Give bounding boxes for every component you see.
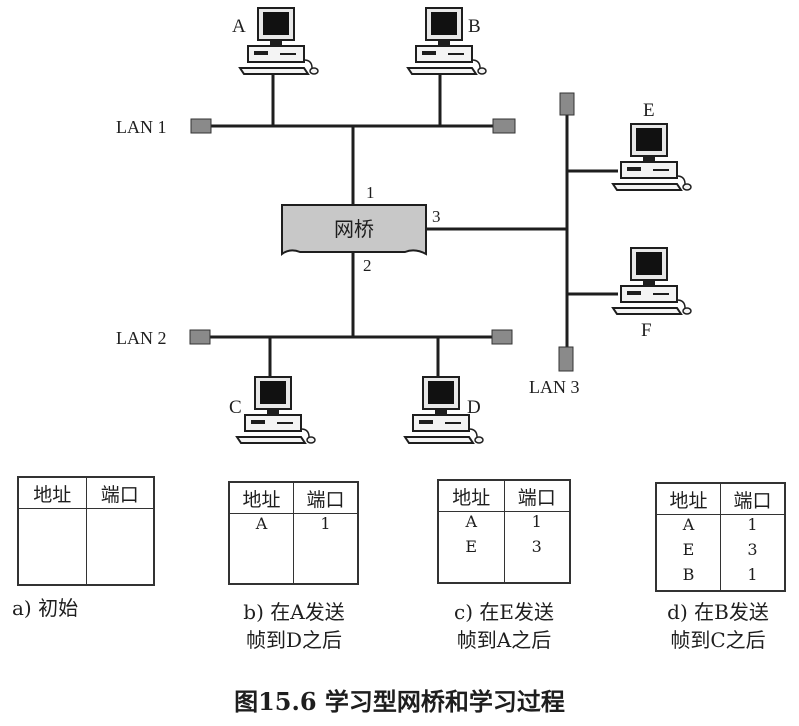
lan1-label: LAN 1 bbox=[116, 117, 167, 137]
host-a-label: A bbox=[232, 16, 246, 37]
empty-port-cell bbox=[293, 539, 359, 584]
empty-port-cell bbox=[85, 508, 155, 585]
table-row-address: E bbox=[655, 540, 721, 565]
bridge-label: 网桥 bbox=[334, 218, 374, 241]
host-e-label: E bbox=[643, 100, 655, 121]
figure-caption: 图15.6 学习型网桥和学习过程 bbox=[234, 687, 565, 716]
table-d-caption: d) 在B发送 帧到C之后 bbox=[667, 600, 769, 652]
lan2-terminator-right bbox=[491, 329, 513, 345]
port-1-label: 1 bbox=[366, 183, 375, 202]
address-table-initial: 地址 端口 bbox=[17, 476, 155, 586]
table-row-port: 1 bbox=[720, 565, 786, 591]
table-b-caption: b) 在A发送 帧到D之后 bbox=[243, 600, 345, 652]
address-table-after-b: 地址 端口 A 1 E 3 B 1 bbox=[655, 482, 786, 592]
address-header: 地址 bbox=[228, 481, 294, 514]
host-f-label: F bbox=[641, 320, 652, 341]
table-row-address: A bbox=[655, 514, 721, 540]
host-b-label: B bbox=[468, 16, 481, 37]
port-3-label: 3 bbox=[432, 207, 441, 226]
lan3-terminator-bottom bbox=[558, 346, 574, 372]
table-row-port: 1 bbox=[293, 513, 359, 539]
table-row-address: A bbox=[228, 513, 294, 539]
host-c-label: C bbox=[229, 397, 242, 418]
network-diagram: LAN 1 网桥 1 2 3 LAN 2 LAN 3 A B C D E F bbox=[116, 7, 692, 444]
computer-c-icon bbox=[236, 376, 316, 444]
table-a-caption: a) 初始 bbox=[12, 596, 79, 620]
port-header: 端口 bbox=[293, 481, 359, 514]
table-row-address: B bbox=[655, 565, 721, 591]
port-header: 端口 bbox=[503, 479, 571, 512]
table-row-port: 1 bbox=[503, 511, 571, 537]
empty-port-cell bbox=[503, 562, 571, 583]
table-row-address: E bbox=[437, 537, 505, 562]
lan1-terminator-right bbox=[492, 118, 516, 134]
address-table-after-e: 地址 端口 A 1 E 3 bbox=[437, 479, 571, 584]
lan3-label: LAN 3 bbox=[529, 377, 580, 397]
bridge-box bbox=[281, 204, 427, 256]
empty-address-cell bbox=[228, 539, 294, 584]
host-d-label: D bbox=[467, 397, 481, 418]
computer-f-icon bbox=[612, 247, 692, 315]
port-header: 端口 bbox=[85, 476, 155, 509]
lan2-terminator-left bbox=[189, 329, 211, 345]
lan2-label: LAN 2 bbox=[116, 328, 167, 348]
address-header: 地址 bbox=[437, 479, 505, 512]
table-row-port: 1 bbox=[720, 514, 786, 540]
port-2-label: 2 bbox=[363, 256, 372, 275]
lan3-terminator-top bbox=[559, 92, 575, 116]
table-row-port: 3 bbox=[503, 537, 571, 562]
address-table-after-a: 地址 端口 A 1 bbox=[228, 481, 359, 585]
computer-e-icon bbox=[612, 123, 692, 191]
lan1-terminator-left bbox=[190, 118, 212, 134]
table-row-port: 3 bbox=[720, 540, 786, 565]
address-header: 地址 bbox=[655, 482, 721, 515]
table-row-address: A bbox=[437, 511, 505, 537]
port-header: 端口 bbox=[720, 482, 786, 515]
empty-address-cell bbox=[437, 562, 505, 583]
computer-a-icon bbox=[239, 7, 319, 75]
address-header: 地址 bbox=[17, 476, 87, 509]
empty-address-cell bbox=[17, 508, 87, 585]
table-c-caption: c) 在E发送 帧到A之后 bbox=[454, 600, 554, 652]
